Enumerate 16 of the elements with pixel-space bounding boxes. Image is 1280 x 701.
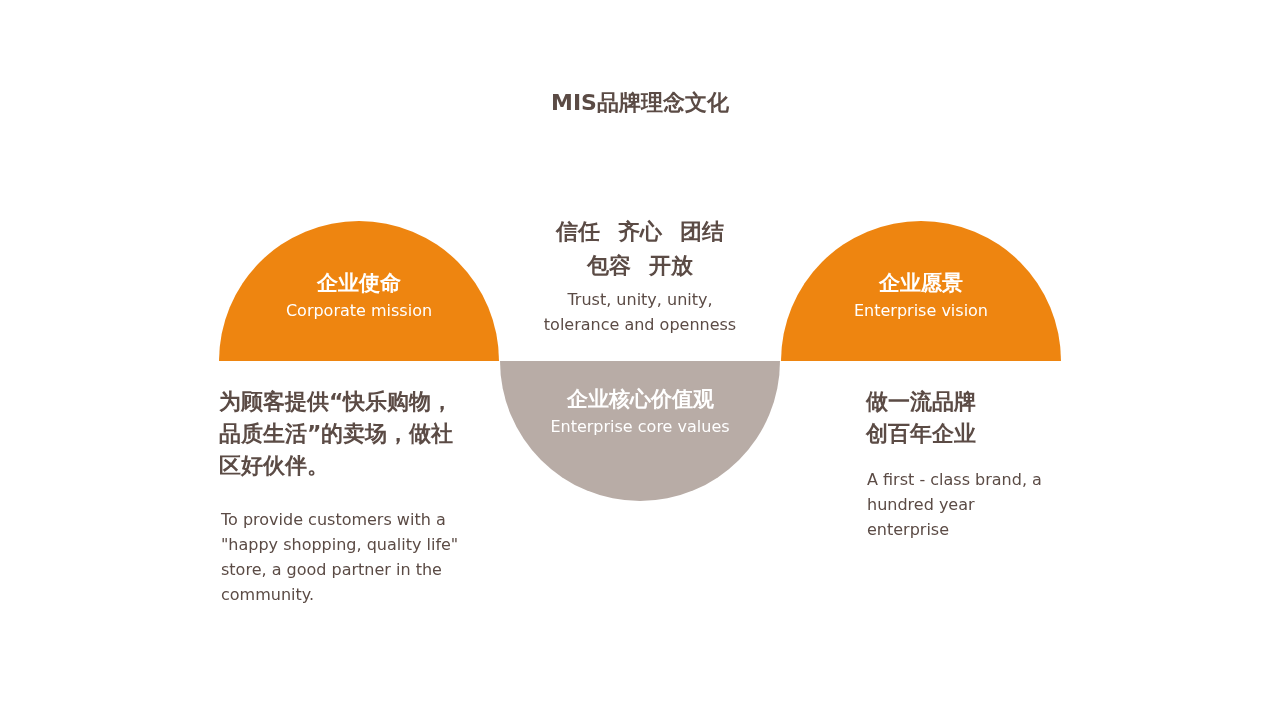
half-circle-panel (500, 361, 780, 501)
description-text: 做一流品牌创百年企业 (866, 388, 977, 448)
description-text: 为顾客提供“快乐购物，品质生活”的卖场，做社区好伙伴。 (219, 388, 455, 480)
description-text: To provide customers with a "happy shopping, quality life" store, a good partner in the community. (221, 509, 460, 606)
half-circle-panel (219, 221, 499, 361)
panel-subtitle: Enterprise core values (549, 417, 731, 436)
panel-subtitle: Enterprise vision (853, 301, 989, 320)
panel-heading: 企业愿景 (878, 270, 964, 297)
title: MIS品牌理念文化 (550, 89, 730, 117)
description-text: A first - class brand, a hundred year enterprise (867, 469, 1043, 541)
panel-heading: 企业使命 (316, 270, 402, 297)
panel-heading: 企业核心价值观 (565, 386, 715, 413)
panel-subtitle: Corporate mission (284, 301, 434, 320)
half-circle-panel (781, 221, 1061, 361)
values-text: Trust, unity, unity, tolerance and openness (542, 289, 738, 336)
values-text: 信任 齐心 团结包容 开放 (555, 218, 725, 280)
